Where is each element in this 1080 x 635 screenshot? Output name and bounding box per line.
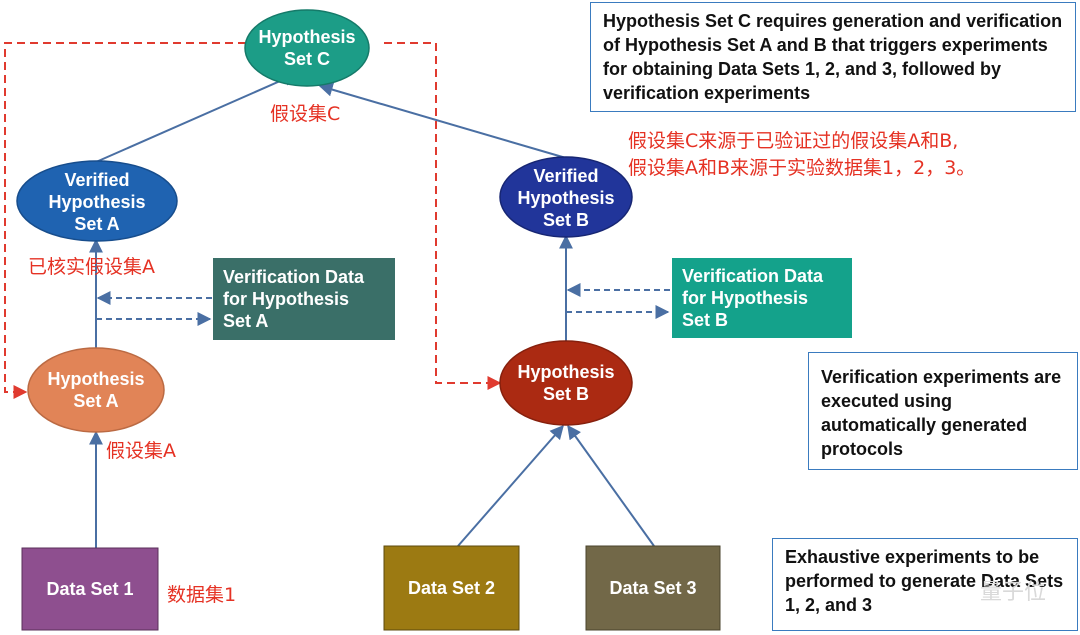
cn-label-hyp-c: 假设集C xyxy=(270,103,341,125)
data-set-1-box xyxy=(21,547,159,631)
dashed-arrow-c-to-b xyxy=(384,42,502,390)
dashed-arrow-c-to-a xyxy=(4,42,246,399)
hypothesis-a-label: Hypothesis Set A xyxy=(47,369,145,411)
verification-data-b-label: Verification Data for Hypothesis Set B xyxy=(682,266,824,330)
cn-label-verified-a: 已核实假设集A xyxy=(28,256,155,278)
verified-b-label: Verified Hypothesis Set B xyxy=(517,166,615,230)
note-bottom-right: Exhaustive experiments to be performed t… xyxy=(772,538,1078,631)
watermark-text: 量子位 xyxy=(980,580,1047,605)
hypothesis-a-ellipse xyxy=(27,347,165,433)
verification-data-a-label: Verification Data for Hypothesis Set A xyxy=(223,267,365,331)
verification-data-a-box xyxy=(213,258,395,340)
arrow-verified-a-to-c xyxy=(95,72,298,163)
hypothesis-b-label: Hypothesis Set B xyxy=(517,362,615,404)
data-set-3-label: Data Set 3 xyxy=(609,578,697,598)
arrow-ds3-to-hyp-b xyxy=(567,424,655,547)
data-set-1-label: Data Set 1 xyxy=(46,579,134,599)
hypothesis-c-label: Hypothesis Set C xyxy=(258,27,356,69)
arrow-ds2-to-hyp-b xyxy=(457,424,564,547)
cn-label-data-set-1: 数据集1 xyxy=(167,584,237,606)
data-set-2-label: Data Set 2 xyxy=(407,578,496,598)
data-set-3-box xyxy=(585,545,721,631)
cn-label-hyp-a: 假设集A xyxy=(106,440,176,462)
verification-data-b-box xyxy=(672,258,852,338)
note-top-right: Hypothesis Set C requires generation and… xyxy=(590,2,1076,112)
cn-summary-line1: 假设集C来源于已验证过的假设集A和B, xyxy=(628,130,959,152)
hypothesis-b-ellipse xyxy=(499,340,633,426)
cn-summary-line2: 假设集A和B来源于实验数据集1，2，3。 xyxy=(628,157,976,179)
verified-a-ellipse xyxy=(16,160,178,242)
data-set-2-box xyxy=(383,545,520,631)
verified-a-label: Verified Hypothesis Set A xyxy=(48,170,146,234)
verified-b-ellipse xyxy=(499,156,633,238)
hypothesis-c-ellipse xyxy=(244,9,370,87)
note-middle-right: Verification experiments are executed us… xyxy=(808,352,1078,470)
arrow-verified-b-to-c xyxy=(318,82,567,159)
